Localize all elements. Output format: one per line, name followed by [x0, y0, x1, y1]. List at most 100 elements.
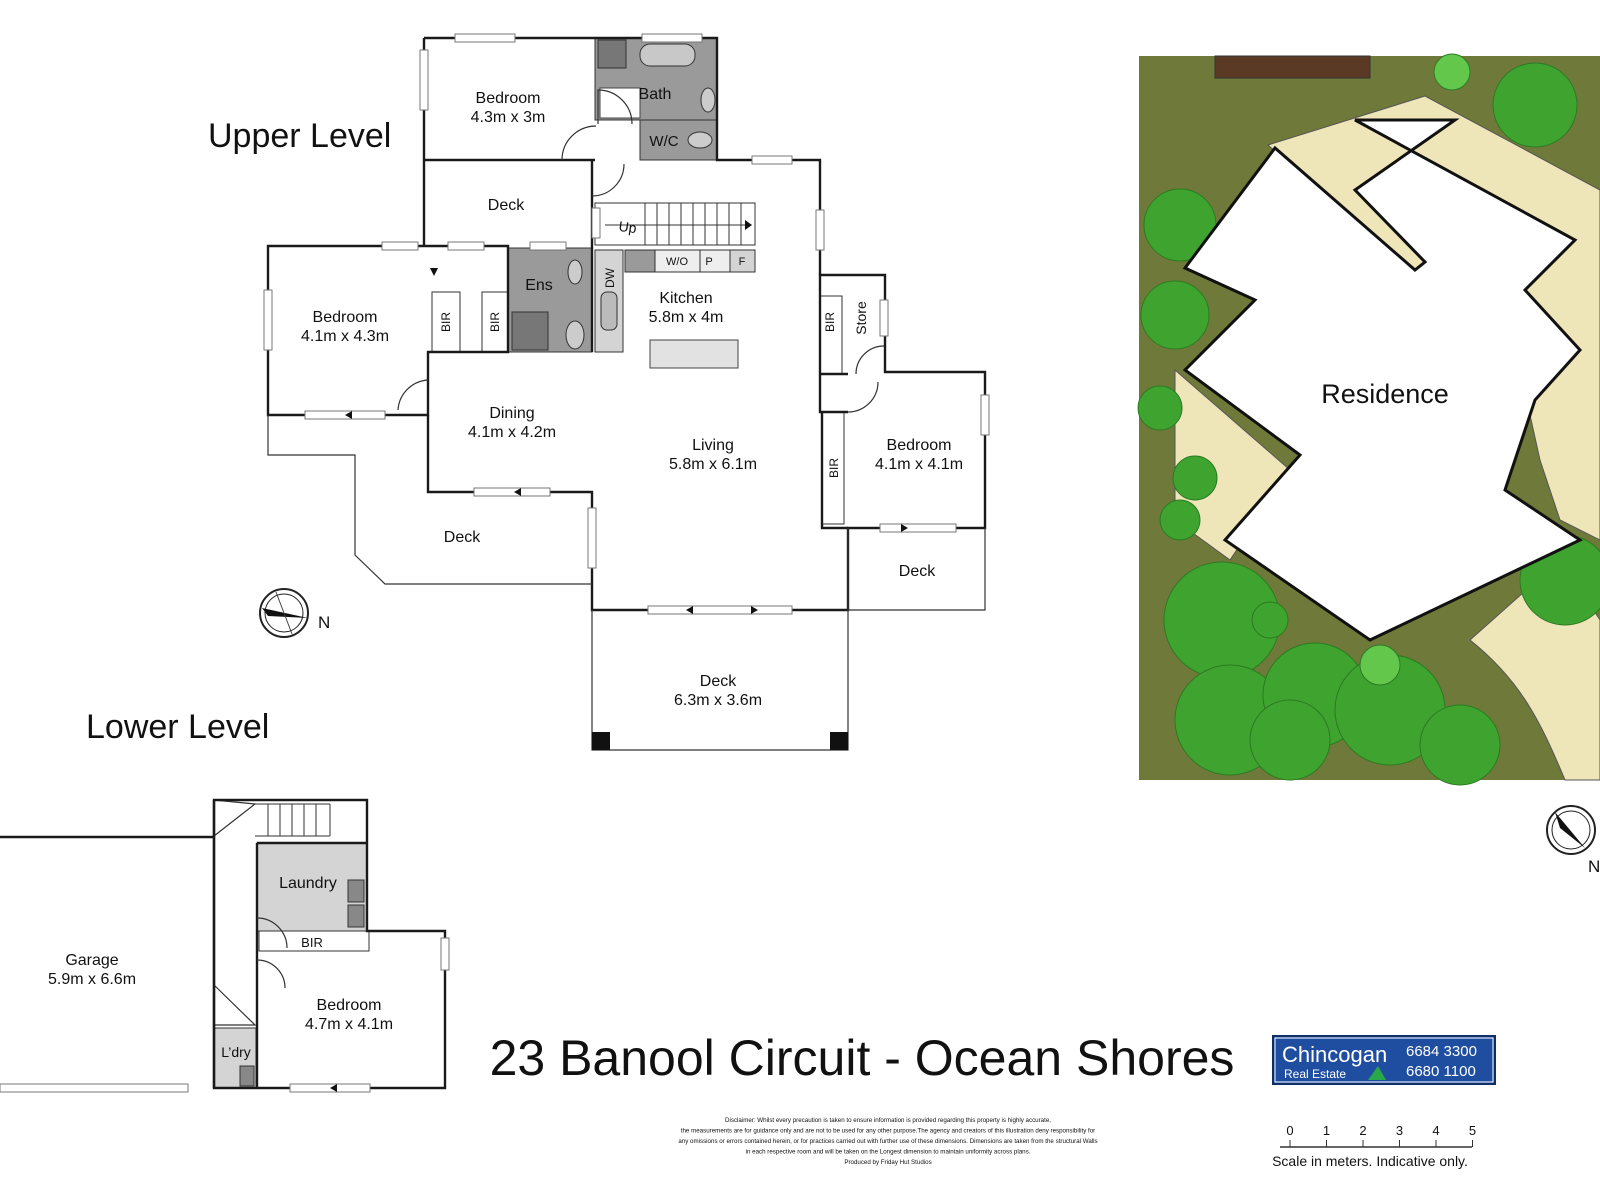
north-label: N: [318, 613, 330, 632]
north-label: N: [1588, 857, 1600, 876]
agency-name: Chincogan: [1282, 1042, 1387, 1067]
scale-bar: 0 1 2 3 4 5 Scale in meters. Indicative only.: [1272, 1123, 1476, 1169]
deck-main-name: Deck: [700, 673, 737, 690]
disclaimer-line: Produced by Friday Hut Studios: [844, 1159, 931, 1166]
tree: [1159, 499, 1201, 541]
tree: [1419, 704, 1501, 786]
basin-icon: [700, 87, 716, 113]
bir-label: BIR: [488, 312, 502, 332]
tree: [1492, 62, 1578, 148]
door-swing: [256, 959, 286, 989]
lower-room-labels: Laundry BIR Garage 5.9m x 6.6m Bedroom 4…: [48, 875, 393, 1060]
stair-arrow: [430, 268, 438, 276]
wc-label: W/C: [649, 133, 678, 150]
bathtub-icon: [639, 43, 696, 67]
toilet-icon: [565, 320, 585, 350]
compass-upper: N: [259, 588, 330, 638]
laundry-appliance: [347, 904, 365, 928]
living-name: Living: [692, 437, 734, 454]
agency-phone-1: 6684 3300: [1406, 1043, 1477, 1060]
agency-logo: Chincogan Real Estate 6684 3300 6680 110…: [1272, 1035, 1496, 1085]
living-size: 5.8m x 6.1m: [669, 456, 757, 473]
address-title: 23 Banool Circuit - Ocean Shores: [490, 1030, 1235, 1086]
bir-label: BIR: [823, 312, 837, 332]
ldry-appliance: [239, 1065, 255, 1087]
site-planter: [1214, 55, 1371, 79]
dw-label: DW: [603, 267, 617, 288]
scale-tick-label: 3: [1396, 1123, 1403, 1138]
window: [440, 937, 450, 971]
ensuite-label: Ens: [525, 277, 553, 294]
deck-top-label: Deck: [488, 197, 525, 214]
garage-name: Garage: [65, 952, 118, 969]
scale-tick-label: 0: [1286, 1123, 1293, 1138]
scale-tick-label: 5: [1469, 1123, 1476, 1138]
window-arrows: [345, 411, 908, 614]
tree: [1359, 644, 1401, 686]
disclaimer: Disclaimer: Whilst every precaution is t…: [678, 1117, 1097, 1166]
bedroom-lower-name: Bedroom: [317, 997, 382, 1014]
door-swing: [256, 917, 288, 949]
upper-level-plan: [263, 33, 990, 751]
lower-level-plan: [0, 798, 450, 1093]
bir-label: BIR: [439, 312, 453, 332]
bedroom-left-size: 4.1m x 4.3m: [301, 328, 389, 345]
basin-icon: [567, 259, 583, 285]
residence-label: Residence: [1321, 379, 1449, 409]
laundry-label: Laundry: [279, 875, 337, 892]
agency-sub: Real Estate: [1284, 1067, 1346, 1081]
bedroom-right-name: Bedroom: [887, 437, 952, 454]
bedroom-right-size: 4.1m x 4.1m: [875, 456, 963, 473]
tree: [1137, 385, 1183, 431]
bedroom-lower-size: 4.7m x 4.1m: [305, 1016, 393, 1033]
disclaimer-line: Disclaimer: Whilst every precaution is t…: [725, 1117, 1051, 1124]
bir-label: BIR: [301, 935, 323, 950]
kitchen-island: [649, 339, 739, 369]
disclaimer-line: the measurements are for guidance only a…: [681, 1128, 1095, 1135]
tree: [1251, 601, 1289, 639]
shower-icon: [511, 311, 549, 351]
deck-post: [592, 732, 610, 750]
ldry-label: L’dry: [221, 1044, 251, 1060]
cooktop: [624, 249, 656, 273]
garage-size: 5.9m x 6.6m: [48, 971, 136, 988]
disclaimer-line: any omissions or errors contained herein…: [678, 1138, 1097, 1145]
upper-room-labels: Bedroom 4.3m x 3m Bath W/C Deck Up Ens D…: [301, 86, 963, 709]
toilet-icon: [687, 131, 713, 149]
bedroom-left-name: Bedroom: [313, 309, 378, 326]
tree: [1249, 699, 1331, 781]
bir-closet: [819, 295, 843, 375]
shower-icon: [597, 39, 627, 69]
store-label: Store: [853, 301, 869, 335]
scale-tick-label: 2: [1359, 1123, 1366, 1138]
lower-stairs: [213, 799, 331, 1026]
pantry-label: P: [705, 256, 712, 268]
site-trees: [1137, 53, 1600, 786]
stairs-up-label: Up: [618, 218, 638, 236]
sink-icon: [600, 291, 618, 331]
garage-door: [0, 1083, 189, 1093]
fridge-label: F: [739, 256, 746, 268]
deck-left-label: Deck: [444, 529, 481, 546]
door-swings: [397, 89, 885, 413]
agency-phone-2: 6680 1100: [1406, 1063, 1476, 1080]
scale-tick-label: 4: [1432, 1123, 1439, 1138]
bedroom-top-name: Bedroom: [476, 90, 541, 107]
bath-label: Bath: [639, 86, 672, 103]
upper-level-title: Upper Level: [208, 117, 391, 155]
deck-post: [830, 732, 848, 750]
bir-closet: [431, 291, 461, 353]
lower-level-title: Lower Level: [86, 708, 269, 746]
scale-caption: Scale in meters. Indicative only.: [1272, 1153, 1468, 1169]
scale-tick-label: 1: [1323, 1123, 1330, 1138]
compass-site: N: [1546, 805, 1600, 876]
residence-footprint: [1182, 118, 1584, 642]
bedroom-top-size: 4.3m x 3m: [471, 109, 546, 126]
kitchen-name: Kitchen: [659, 290, 712, 307]
dining-size: 4.1m x 4.2m: [468, 424, 556, 441]
deck-main-size: 6.3m x 3.6m: [674, 692, 762, 709]
laundry-appliance: [347, 879, 365, 903]
tree: [1433, 53, 1471, 91]
dining-name: Dining: [489, 405, 534, 422]
